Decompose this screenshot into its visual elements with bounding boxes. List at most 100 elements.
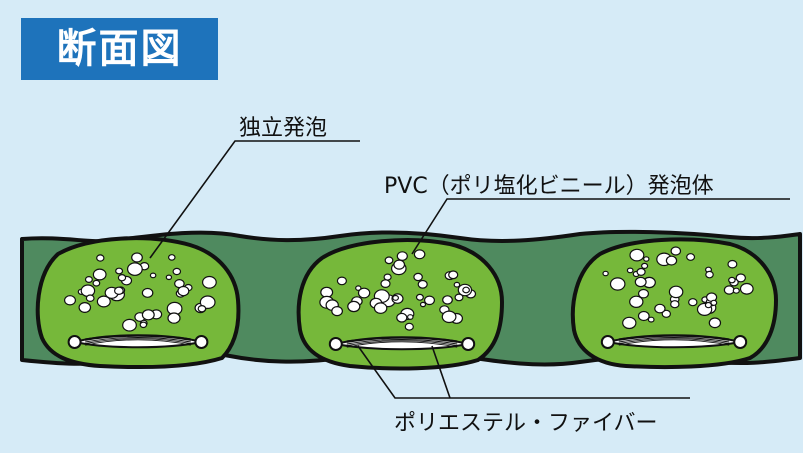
fiber-knot (67, 335, 82, 349)
bubble (393, 259, 406, 270)
bubble (622, 316, 637, 330)
bubble (454, 293, 464, 302)
polyester-fiber-strands (67, 334, 748, 351)
fiber-line (618, 337, 730, 343)
bubble (122, 318, 137, 332)
bubble (462, 286, 471, 294)
bubble (688, 298, 698, 307)
bubble (201, 275, 217, 289)
fiber-knot (328, 337, 343, 351)
bubble (609, 277, 626, 291)
bubble (373, 302, 388, 314)
closed-cell-bubbles (63, 246, 754, 332)
foam-cell-left (35, 236, 241, 370)
bubble (637, 288, 649, 299)
bubble (165, 274, 173, 281)
bubble (453, 281, 461, 288)
bubble (117, 274, 127, 282)
bubble (415, 293, 424, 301)
fiber-line (85, 337, 191, 343)
bubble (647, 316, 655, 323)
bubble (355, 285, 362, 291)
bubble (347, 300, 361, 313)
bubble (637, 310, 650, 322)
bubble (442, 295, 453, 305)
bubble (723, 285, 735, 295)
leader-pvc-foam (411, 198, 790, 255)
bubble (149, 272, 157, 279)
bubble (739, 282, 754, 295)
bubble (413, 272, 423, 282)
bubble (336, 276, 347, 286)
fiber-line (346, 337, 458, 343)
bubble (424, 295, 436, 306)
bubble (141, 287, 154, 298)
bubble (404, 322, 414, 331)
fiber-line (85, 334, 191, 340)
bubble (670, 246, 682, 256)
fiber-line (85, 339, 191, 346)
fiber-line (85, 338, 191, 345)
bubble (63, 295, 76, 306)
fiber-knot (733, 335, 748, 349)
bubble (629, 295, 644, 308)
bubble (626, 267, 634, 274)
bubble (384, 256, 394, 265)
bubble (665, 255, 678, 266)
bubble (661, 309, 672, 318)
bubble (115, 267, 124, 275)
bubble (80, 284, 96, 297)
fiber-line (618, 335, 730, 341)
bubble (686, 253, 696, 261)
bubble (168, 254, 176, 261)
bubble (96, 295, 111, 308)
bubble (320, 286, 334, 298)
bubble (654, 303, 666, 314)
bubble (396, 251, 408, 262)
fiber-line (618, 334, 730, 340)
bubble (78, 302, 92, 314)
bubble (670, 300, 680, 309)
bubble (417, 279, 428, 289)
leader-closed-cell (149, 140, 360, 259)
bubble (629, 248, 645, 262)
bubble (634, 276, 647, 288)
bubble (732, 287, 740, 294)
page-title: 断面図 (21, 18, 218, 80)
bubble (131, 252, 143, 263)
bubble (406, 314, 414, 320)
fiber-line (346, 339, 458, 345)
fiber-line (618, 339, 730, 346)
leader-fiber-1 (357, 345, 412, 399)
bubble (602, 270, 609, 277)
bubble (735, 273, 747, 283)
fiber-line (346, 336, 458, 342)
bubble (96, 254, 105, 262)
bubble (331, 306, 344, 317)
fiber-line (618, 338, 730, 345)
bubble (704, 301, 713, 309)
fiber-line (346, 340, 458, 347)
bubble (728, 276, 736, 284)
bubble (708, 317, 722, 329)
bubble (85, 294, 95, 303)
bubble (636, 267, 646, 276)
fiber-knot (461, 337, 476, 351)
bubble (167, 312, 181, 324)
fiber-line (85, 335, 191, 341)
bubble (126, 262, 143, 276)
bubble (640, 262, 649, 269)
bubble (727, 259, 738, 269)
bubble (413, 249, 426, 260)
bubble (705, 270, 714, 279)
bubble (380, 279, 391, 289)
bubble (113, 286, 124, 295)
bubble (419, 301, 427, 308)
bubble (643, 256, 650, 262)
bubble (197, 305, 207, 313)
bubble (84, 276, 93, 284)
bubble (177, 285, 190, 297)
bubble (172, 267, 182, 276)
fiber-line (346, 341, 458, 348)
